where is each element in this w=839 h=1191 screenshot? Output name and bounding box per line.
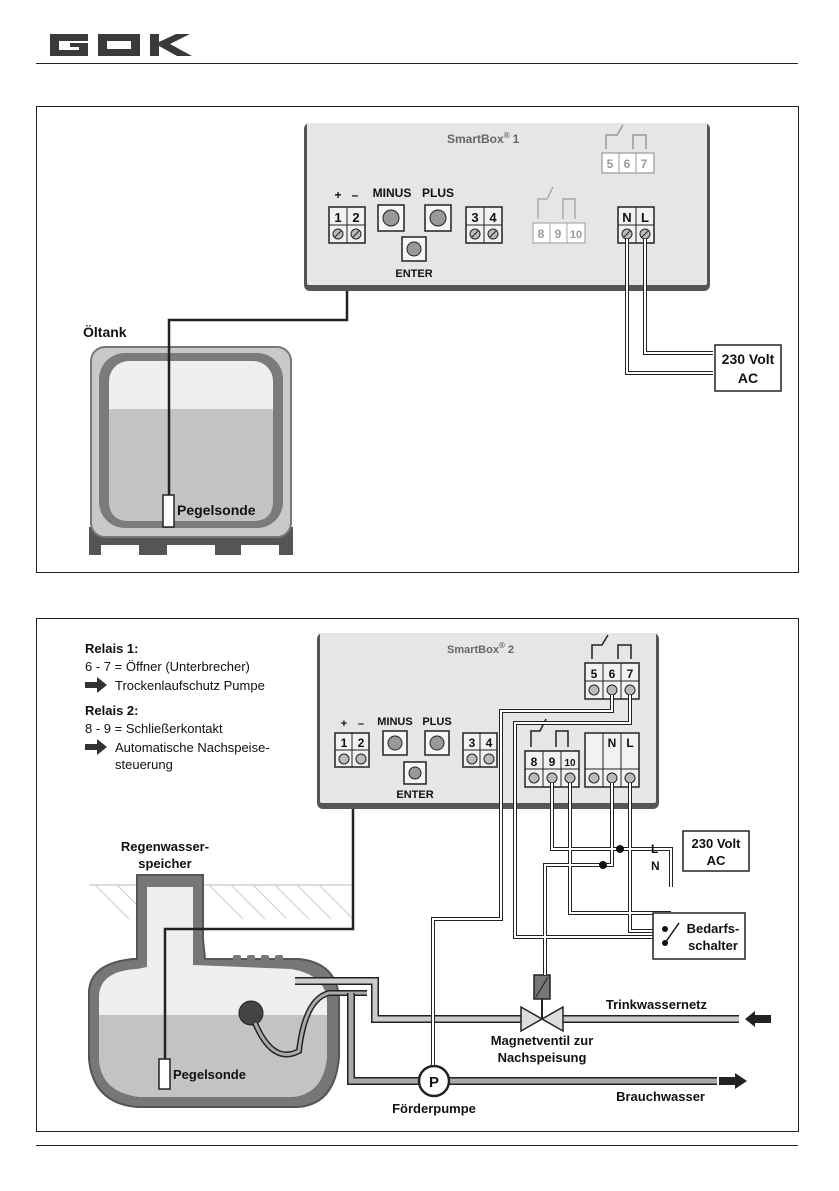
plus-label: PLUS (422, 716, 451, 728)
footer-rule (36, 1145, 798, 1146)
diagram-2: Relais 1: 6 - 7 = Öffner (Unterbrecher) … (85, 633, 771, 1116)
float-ball (238, 1000, 264, 1026)
water-level (99, 1015, 327, 1097)
terminal-8: 8 (531, 755, 538, 769)
polarity-minus: – (352, 188, 359, 202)
terminal-4: 4 (489, 210, 497, 225)
demand-switch-box (652, 912, 746, 960)
ground-hatch (89, 884, 354, 920)
diagram-1: Pegelsonde Öltank SmartBox®1 5 6 7 8 9 1… (83, 123, 782, 555)
storage-label-2: speicher (138, 856, 191, 871)
terminal-N: N (622, 210, 631, 225)
terminal-1: 1 (334, 210, 341, 225)
terminal-L: L (626, 736, 633, 750)
oil-level (109, 409, 273, 521)
minus-label: MINUS (377, 716, 412, 728)
polarity-plus: + (334, 188, 341, 202)
enter-label: ENTER (396, 789, 433, 801)
level-probe (162, 494, 175, 528)
arrow-right-icon (719, 1073, 747, 1089)
probe-label: Pegelsonde (177, 502, 256, 518)
terminal-10: 10 (570, 229, 582, 241)
terminal-3: 3 (469, 736, 476, 750)
terminal-5: 5 (607, 157, 614, 171)
power-supply-box (682, 830, 750, 872)
relay2-line2a: Automatische Nachspeise- (115, 740, 270, 755)
enter-label: ENTER (395, 268, 432, 280)
smartbox-title: SmartBox®2 (447, 641, 514, 656)
terminal-2: 2 (358, 736, 365, 750)
pump-label: Förderpumpe (392, 1101, 476, 1116)
terminal-4: 4 (486, 736, 493, 750)
terminal-L: L (641, 210, 649, 225)
line-N-label: N (651, 859, 660, 873)
storage-label-1: Regenwasser- (121, 839, 209, 854)
relay-2-symbol (537, 186, 576, 219)
plus-button[interactable] (429, 209, 447, 227)
relay2-heading: Relais 2: (85, 703, 138, 718)
terminal-N: N (608, 736, 617, 750)
terminal-6: 6 (609, 667, 616, 681)
arrow-icon (85, 677, 107, 693)
level-probe (158, 1058, 171, 1090)
relay1-line2: Trockenlaufschutz Pumpe (115, 678, 265, 693)
diagram-2-frame: Relais 1: 6 - 7 = Öffner (Unterbrecher) … (36, 618, 799, 1132)
relay1-line1: 6 - 7 = Öffner (Unterbrecher) (85, 659, 250, 674)
terminal-8: 8 (538, 227, 545, 241)
diagram-1-frame: Pegelsonde Öltank SmartBox®1 5 6 7 8 9 1… (36, 106, 799, 573)
terminal-7: 7 (641, 157, 648, 171)
relay1-heading: Relais 1: (85, 641, 138, 656)
polarity-plus: + (341, 718, 347, 730)
enter-button[interactable] (408, 766, 422, 780)
power-label-2: AC (707, 853, 726, 868)
arrow-icon (85, 739, 107, 755)
relay-1-symbol (591, 634, 632, 659)
header-rule (36, 63, 798, 64)
tank-label: Öltank (83, 324, 127, 340)
arrow-left-icon (745, 1011, 771, 1027)
terminal-7: 7 (627, 667, 634, 681)
terminal-3: 3 (471, 210, 478, 225)
terminal-9: 9 (549, 755, 556, 769)
terminal-6: 6 (624, 157, 631, 171)
minus-button[interactable] (387, 735, 403, 751)
plus-button[interactable] (429, 735, 445, 751)
power-label-2: AC (738, 370, 758, 386)
minus-button[interactable] (382, 209, 400, 227)
relay2-line2b: steuerung (115, 757, 173, 772)
probe-label: Pegelsonde (173, 1067, 246, 1082)
line-L-label: L (651, 842, 658, 856)
pump-symbol: P (429, 1074, 439, 1091)
drinking-water-label: Trinkwassernetz (606, 997, 708, 1012)
smartbox-title: SmartBox®1 (447, 131, 520, 146)
power-label-1: 230 Volt (692, 836, 742, 851)
minus-label: MINUS (373, 186, 412, 200)
enter-button[interactable] (406, 241, 422, 257)
relay2-line1: 8 - 9 = Schließerkontakt (85, 721, 223, 736)
relay-1-symbol (605, 124, 647, 149)
terminal-9: 9 (555, 227, 562, 241)
power-supply-box (714, 344, 782, 392)
switch-label-2: schalter (688, 938, 738, 953)
service-water-label: Brauchwasser (616, 1089, 705, 1104)
power-label-1: 230 Volt (722, 351, 775, 367)
terminal-5: 5 (591, 667, 598, 681)
polarity-minus: – (358, 718, 364, 730)
terminal-1: 1 (341, 736, 348, 750)
plus-label: PLUS (422, 186, 454, 200)
terminal-2: 2 (352, 210, 359, 225)
valve-label-1: Magnetventil zur (491, 1033, 594, 1048)
terminal-10: 10 (564, 758, 576, 769)
gok-logo (50, 34, 192, 56)
switch-label-1: Bedarfs- (687, 921, 740, 936)
valve-label-2: Nachspeisung (498, 1050, 587, 1065)
pump (417, 1064, 451, 1098)
